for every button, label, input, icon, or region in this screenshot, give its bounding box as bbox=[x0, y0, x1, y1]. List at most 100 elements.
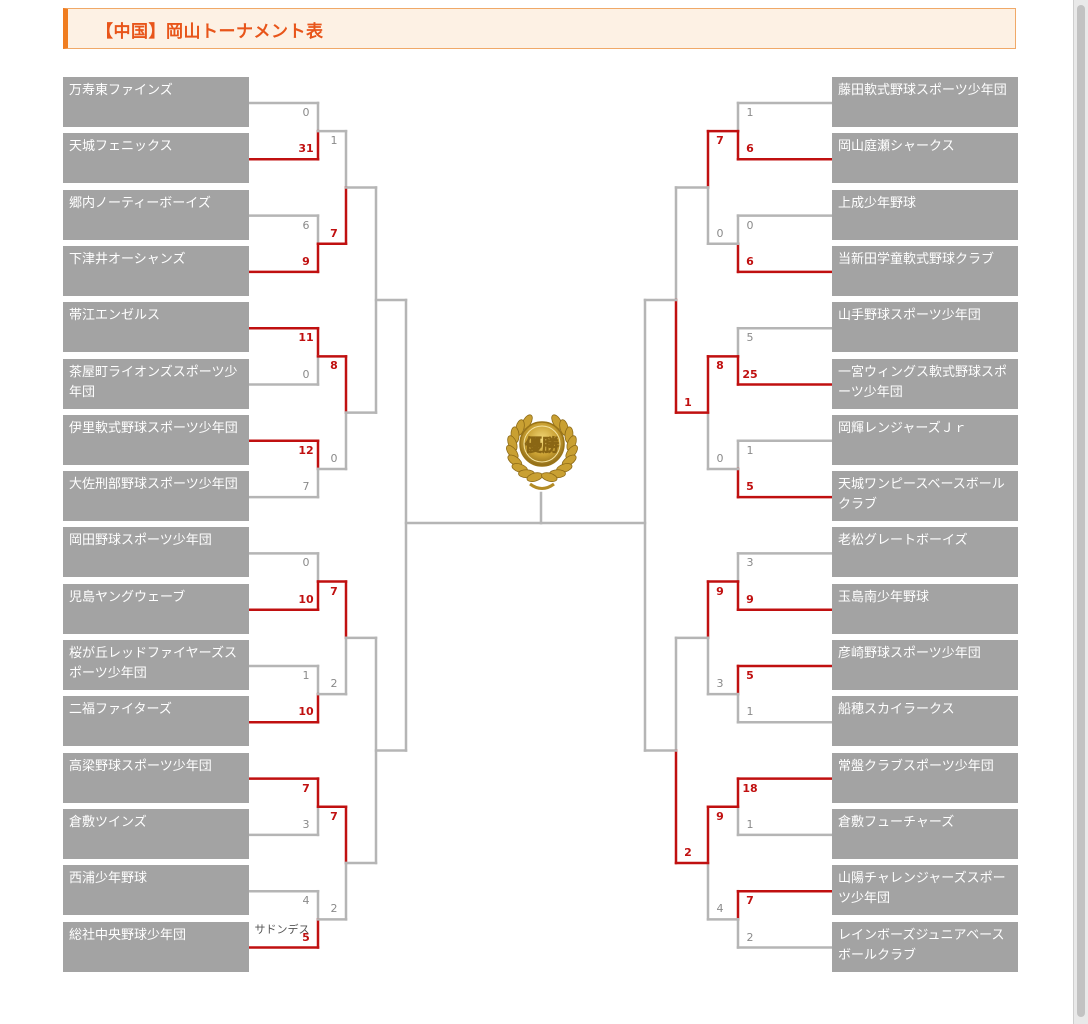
team-name: 下津井オーシャンズ bbox=[69, 251, 186, 267]
sudden-death-note: サドンデス bbox=[254, 922, 310, 936]
winning-score: 18 bbox=[742, 781, 758, 795]
team-box[interactable]: 茶屋町ライオンズスポーツ少年団 bbox=[63, 358, 249, 409]
team-name: 茶屋町ライオンズスポーツ少年団 bbox=[69, 364, 238, 400]
score: 3 bbox=[302, 817, 310, 831]
team-box[interactable]: 上成少年野球 bbox=[832, 189, 1018, 240]
team-box[interactable]: 天城ワンピースベースボールクラブ bbox=[832, 471, 1018, 522]
winning-score: 7 bbox=[746, 894, 754, 908]
winning-score: 7 bbox=[330, 226, 338, 240]
team-name: 帯江エンゼルス bbox=[69, 308, 161, 324]
scrollbar-thumb[interactable] bbox=[1077, 5, 1085, 1017]
team-box[interactable]: 藤田軟式野球スポーツ少年団 bbox=[832, 77, 1018, 127]
winning-score: 8 bbox=[716, 359, 724, 373]
score: 2 bbox=[746, 930, 754, 944]
score: 4 bbox=[302, 894, 310, 908]
score: 6 bbox=[302, 218, 310, 232]
winning-score: 10 bbox=[298, 705, 314, 719]
team-box[interactable]: 彦崎野球スポーツ少年団 bbox=[832, 640, 1018, 690]
score: 0 bbox=[716, 451, 724, 465]
page-title-box: 【中国】岡山トーナメント表 bbox=[63, 8, 1016, 49]
team-box[interactable]: 倉敷ツインズ bbox=[63, 808, 249, 859]
team-name: 岡輝レンジャーズＪｒ bbox=[838, 420, 967, 436]
score: 1 bbox=[746, 817, 754, 831]
team-name: 郷内ノーティーボーイズ bbox=[69, 195, 211, 211]
team-box[interactable]: 二福ファイターズ bbox=[63, 696, 249, 747]
team-name: 高梁野球スポーツ少年団 bbox=[69, 758, 212, 774]
team-box[interactable]: レインボーズジュニアベースボールクラブ bbox=[832, 921, 1018, 972]
score: 1 bbox=[302, 669, 310, 682]
team-box[interactable]: 一宮ウィングス軟式野球スポーツ少年団 bbox=[832, 358, 1018, 409]
team-box[interactable]: 岡山庭瀬シャークス bbox=[832, 133, 1018, 184]
team-name: 二福ファイターズ bbox=[69, 702, 172, 718]
team-name: 常盤クラブスポーツ少年団 bbox=[838, 758, 994, 774]
team-box[interactable]: 老松グレートボーイズ bbox=[832, 527, 1018, 578]
team-box[interactable]: 伊里軟式野球スポーツ少年団 bbox=[63, 414, 249, 465]
team-box[interactable]: 児島ヤングウェーブ bbox=[63, 583, 249, 634]
team-name: 倉敷ツインズ bbox=[69, 814, 147, 830]
team-box[interactable]: 帯江エンゼルス bbox=[63, 302, 249, 353]
team-box[interactable]: 当新田学童軟式野球クラブ bbox=[832, 245, 1018, 296]
winning-score: 9 bbox=[746, 592, 754, 606]
winning-score: 9 bbox=[716, 809, 724, 823]
score: 1 bbox=[746, 106, 754, 119]
team-name: レインボーズジュニアベースボールクラブ bbox=[838, 927, 1005, 963]
team-name: 西浦少年野球 bbox=[69, 871, 148, 887]
winning-score: 6 bbox=[746, 254, 754, 268]
team-name: 桜が丘レッドファイヤーズスポーツ少年団 bbox=[69, 646, 237, 681]
winning-score: 5 bbox=[746, 480, 754, 494]
winning-score: 7 bbox=[302, 781, 310, 795]
team-name: 当新田学童軟式野球クラブ bbox=[838, 251, 995, 267]
trophy-icon: 優勝 bbox=[506, 414, 578, 490]
team-name: 老松グレートボーイズ bbox=[838, 533, 968, 549]
winning-score: 12 bbox=[298, 443, 314, 457]
team-box[interactable]: 桜が丘レッドファイヤーズスポーツ少年団 bbox=[63, 640, 249, 690]
team-name: 玉島南少年野球 bbox=[838, 589, 930, 605]
score: 2 bbox=[330, 677, 338, 691]
team-box[interactable]: 下津井オーシャンズ bbox=[63, 245, 249, 296]
score: 3 bbox=[746, 556, 754, 570]
team-name: 万寿東ファインズ bbox=[69, 83, 173, 98]
score: 1 bbox=[746, 443, 754, 457]
winning-score: 7 bbox=[330, 809, 338, 823]
score: 2 bbox=[330, 902, 338, 916]
team-name: 山陽チャレンジャーズスポーツ少年団 bbox=[838, 871, 1006, 907]
laurel-leaf bbox=[541, 472, 558, 482]
winning-score: 5 bbox=[746, 669, 754, 682]
winning-score: 7 bbox=[330, 584, 338, 598]
score: 4 bbox=[716, 902, 724, 916]
team-name: 岡山庭瀬シャークス bbox=[838, 139, 955, 155]
winning-score: 9 bbox=[302, 254, 310, 268]
score: 0 bbox=[302, 556, 310, 570]
team-box[interactable]: 岡輝レンジャーズＪｒ bbox=[832, 414, 1018, 465]
winning-score: 10 bbox=[298, 592, 314, 606]
winning-score: 1 bbox=[684, 395, 692, 409]
team-box[interactable]: 万寿東ファインズ bbox=[63, 77, 249, 127]
score: 0 bbox=[716, 226, 724, 240]
team-box[interactable]: 倉敷フューチャーズ bbox=[832, 808, 1018, 859]
team-name: 一宮ウィングス軟式野球スポーツ少年団 bbox=[838, 364, 1008, 400]
team-box[interactable]: 山陽チャレンジャーズスポーツ少年団 bbox=[832, 865, 1018, 916]
team-box[interactable]: 岡田野球スポーツ少年団 bbox=[63, 527, 249, 578]
team-box[interactable]: 常盤クラブスポーツ少年団 bbox=[832, 752, 1018, 803]
team-box[interactable]: 西浦少年野球 bbox=[63, 865, 249, 916]
team-box[interactable]: 大佐刑部野球スポーツ少年団 bbox=[63, 471, 249, 522]
page-title: 【中国】岡山トーナメント表 bbox=[96, 22, 324, 42]
team-box[interactable]: 高梁野球スポーツ少年団 bbox=[63, 752, 249, 803]
team-name: 船穂スカイラークス bbox=[838, 702, 955, 718]
score: 0 bbox=[746, 218, 754, 232]
winning-score: 31 bbox=[298, 142, 314, 156]
score: 0 bbox=[330, 451, 338, 465]
vertical-scrollbar[interactable] bbox=[1073, 0, 1088, 1024]
team-box[interactable]: 山手野球スポーツ少年団 bbox=[832, 302, 1018, 353]
team-name: 児島ヤングウェーブ bbox=[69, 589, 186, 605]
winning-score: 9 bbox=[716, 584, 724, 598]
team-name: 倉敷フューチャーズ bbox=[838, 814, 955, 830]
team-box[interactable]: 玉島南少年野球 bbox=[832, 583, 1018, 634]
team-box[interactable]: 船穂スカイラークス bbox=[832, 696, 1018, 747]
team-box[interactable]: 総社中央野球少年団 bbox=[63, 921, 249, 972]
team-box[interactable]: 天城フェニックス bbox=[63, 133, 249, 184]
team-box[interactable]: 郷内ノーティーボーイズ bbox=[63, 189, 249, 240]
team-name: 藤田軟式野球スポーツ少年団 bbox=[838, 83, 1007, 98]
score: 0 bbox=[302, 367, 310, 381]
